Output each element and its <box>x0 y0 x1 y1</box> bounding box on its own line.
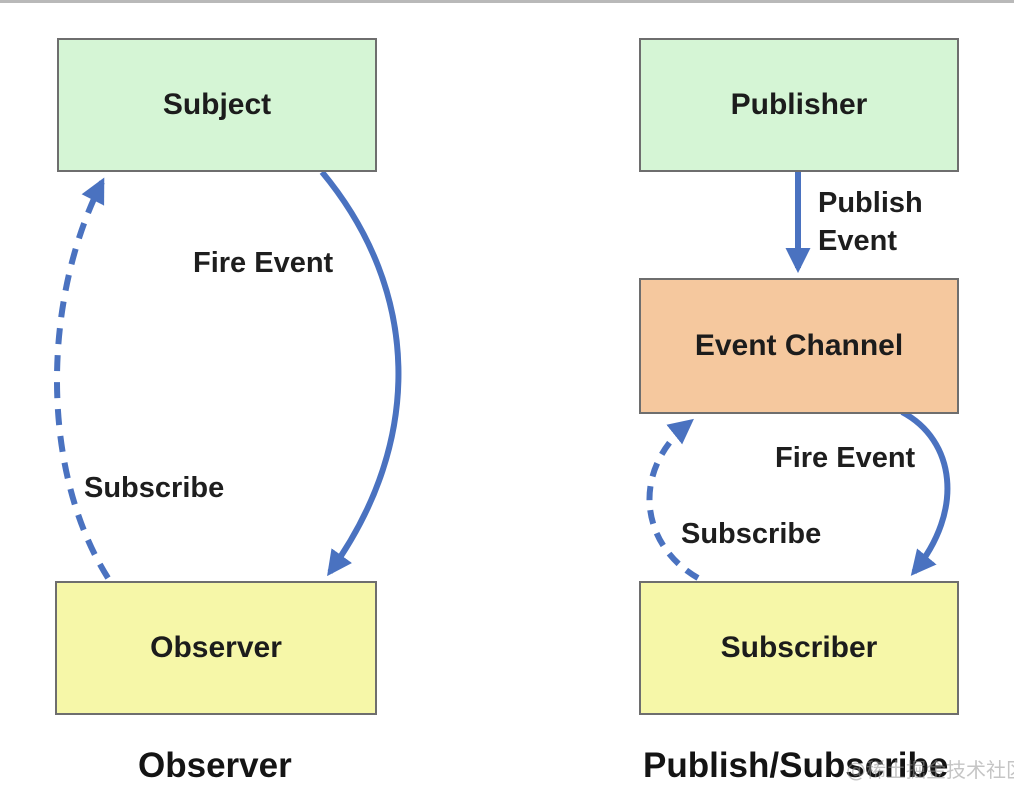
publish-event-label-line2: Event <box>818 224 897 257</box>
pubsub-fire-event-arrow <box>900 409 951 576</box>
publisher-label: Publisher <box>730 88 868 121</box>
observer-subscribe-label: Subscribe <box>84 472 225 504</box>
pubsub-subscribe-label: Subscribe <box>681 518 822 550</box>
publish-event-label: Publish Event <box>818 185 923 260</box>
subject-label: Subject <box>162 88 272 121</box>
observer-fire-event-label: Fire Event <box>193 247 334 279</box>
event-channel-box: Event Channel <box>639 278 959 414</box>
top-rule <box>0 0 1014 3</box>
pubsub-fire-event-label: Fire Event <box>775 442 916 474</box>
subscriber-box: Subscriber <box>639 581 959 715</box>
watermark: @稀土掘金技术社区 <box>846 760 1014 781</box>
observer-fire-event-arrow <box>319 170 402 577</box>
pubsub-subscribe-arrow <box>646 418 700 581</box>
subject-box: Subject <box>57 38 377 172</box>
observer-label: Observer <box>150 631 282 664</box>
publisher-box: Publisher <box>639 38 959 172</box>
observer-caption: Observer <box>138 746 292 785</box>
observer-subscribe-arrow <box>54 177 111 580</box>
observer-box: Observer <box>55 581 377 715</box>
subscriber-label: Subscriber <box>720 631 878 664</box>
watermark-line1: @稀土掘金技术社区 <box>846 758 1014 782</box>
publish-event-label-line1: Publish <box>818 187 923 219</box>
pubsub-caption: Publish/Subscribe <box>643 746 949 785</box>
event-channel-label: Event Channel <box>694 329 904 362</box>
